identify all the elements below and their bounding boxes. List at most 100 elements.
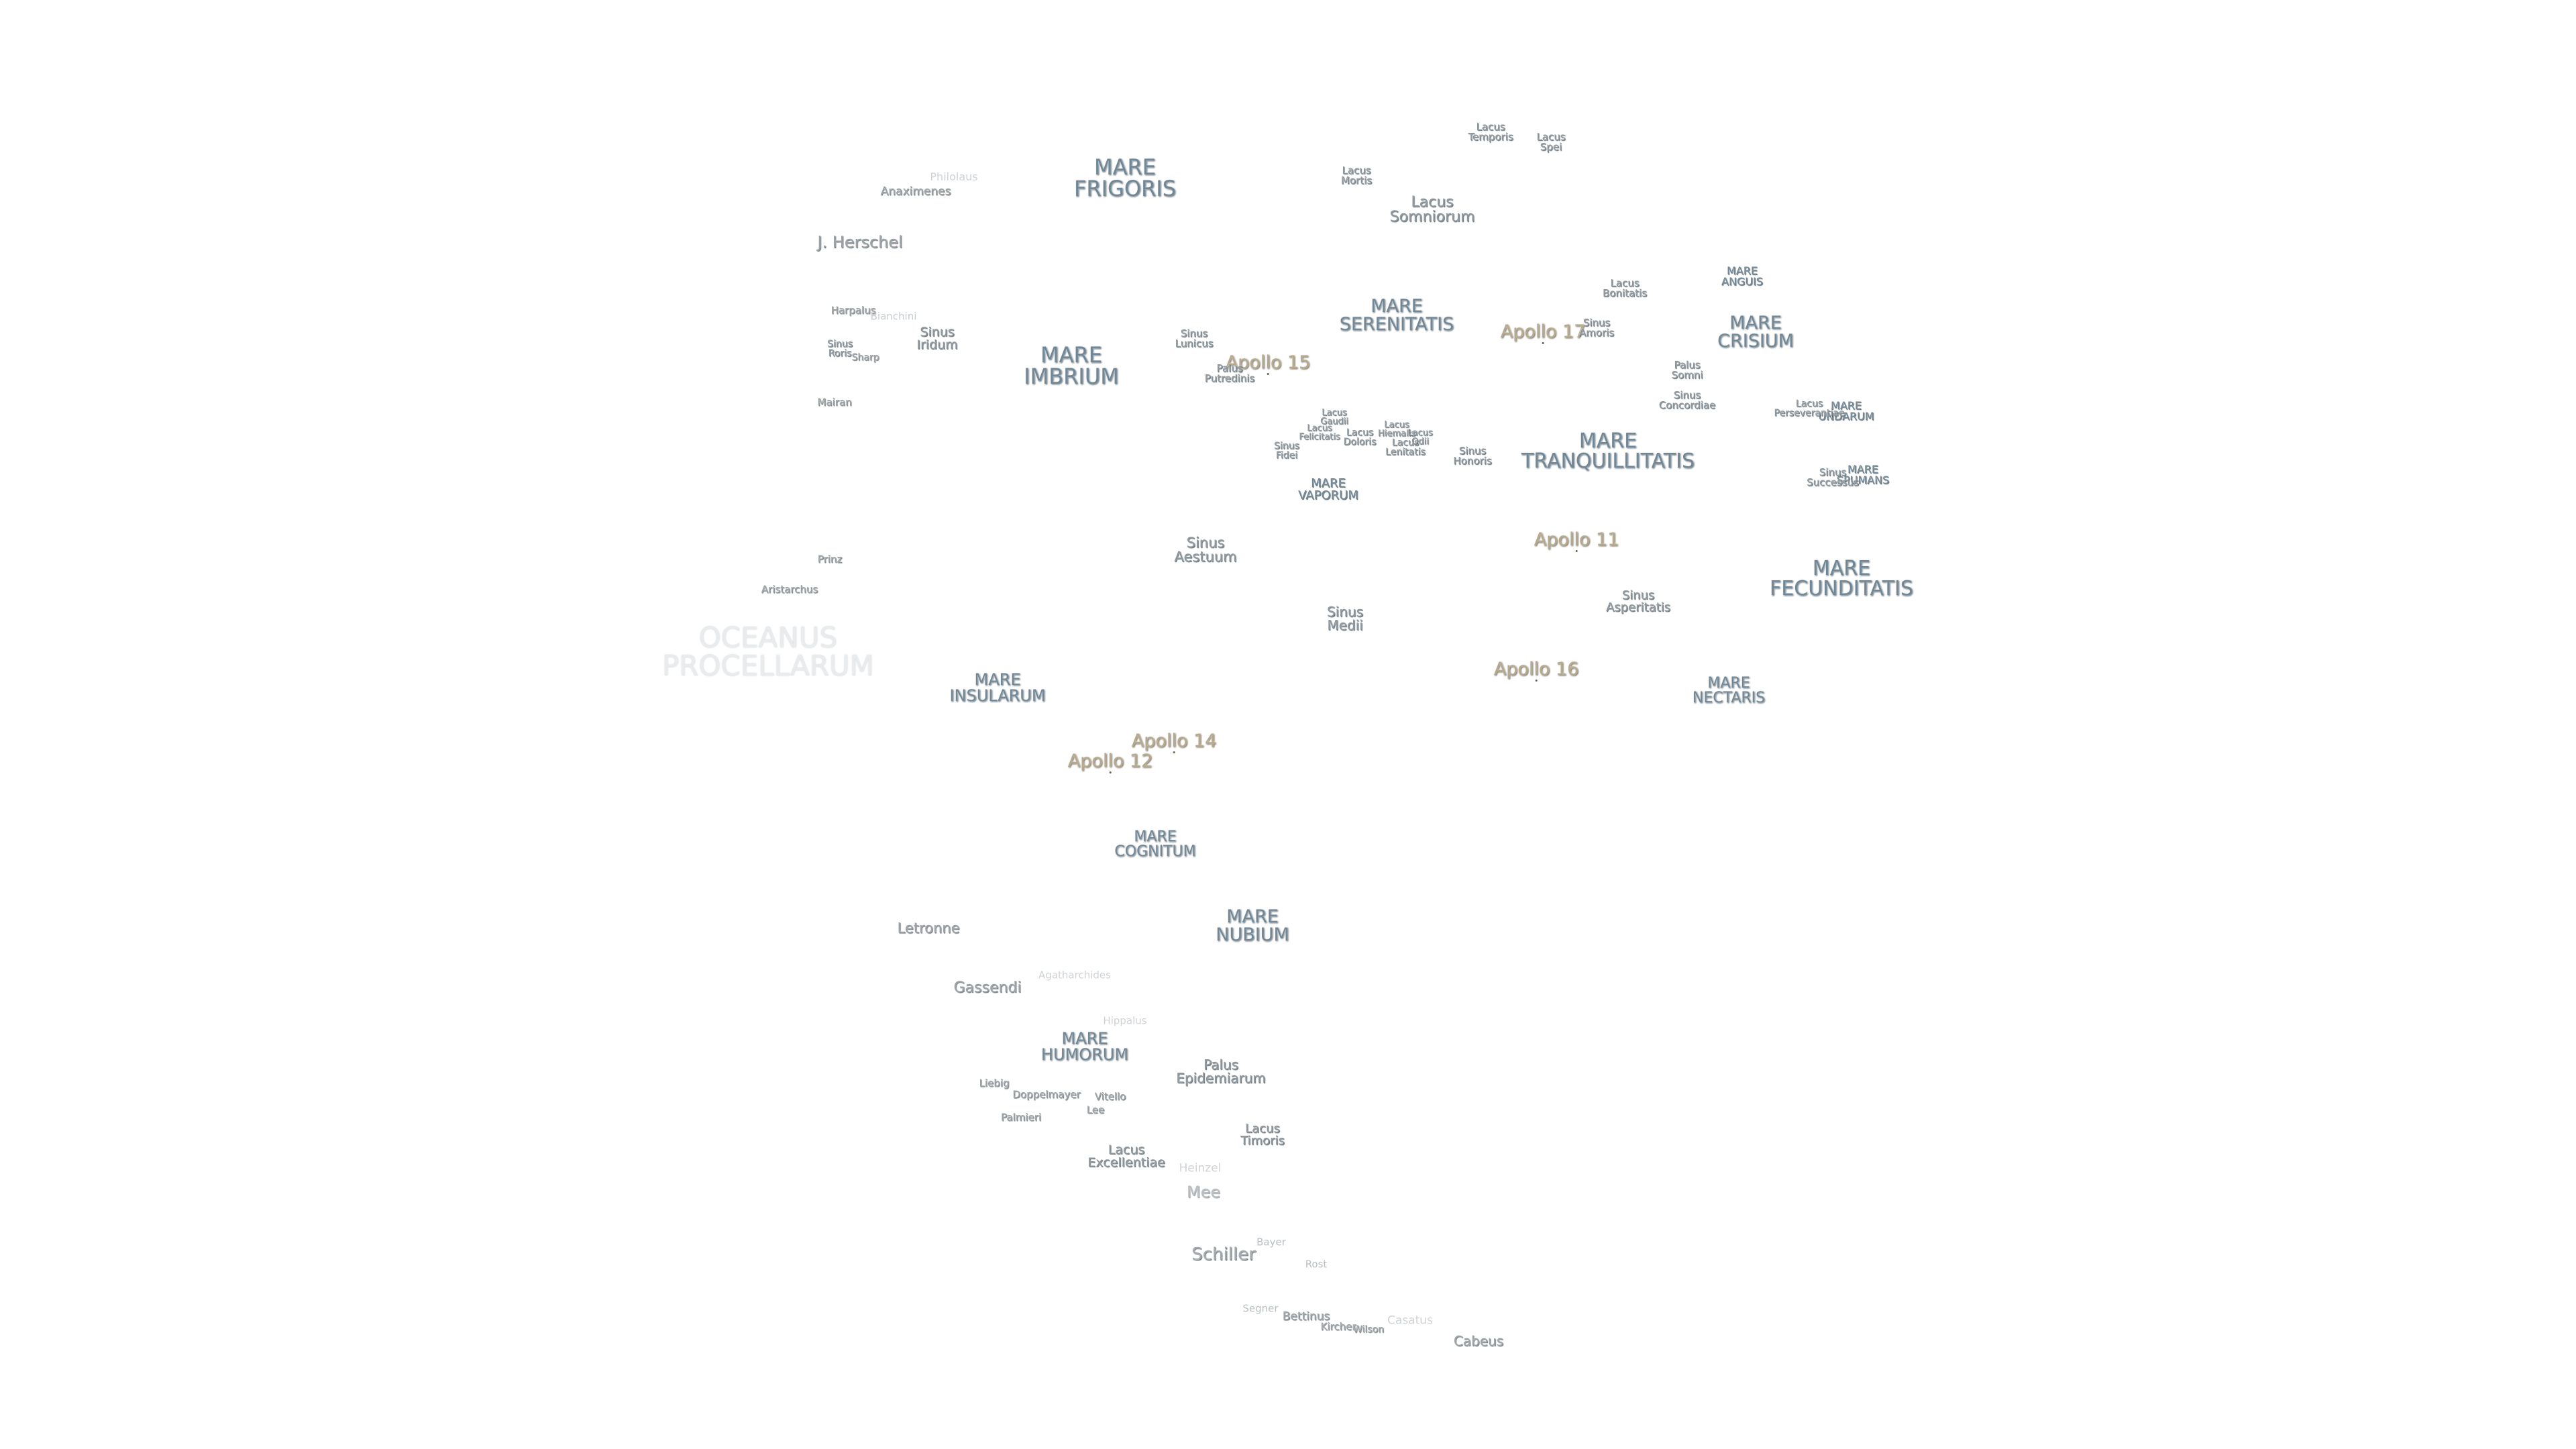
- mare-serenitatis-line1: MARE: [1371, 296, 1423, 317]
- lacus-doloris-line2: Doloris: [1343, 437, 1377, 447]
- apollo-16-site[interactable]: Apollo 16: [1493, 659, 1579, 682]
- palus-putredinis-label: Palus Putredinis: [1205, 364, 1254, 384]
- gassendi-label: Gassendi: [953, 981, 1021, 996]
- sinus-concordiae-line1: Sinus: [1673, 389, 1701, 401]
- aristarchus-text: Aristarchus: [761, 583, 818, 596]
- sinus-fidei-line1: Sinus: [1274, 441, 1299, 451]
- lacus-mortis-line2: Mortis: [1340, 174, 1373, 186]
- philolaus-label: Philolaus: [930, 172, 977, 182]
- cabeus-text: Cabeus: [1453, 1333, 1504, 1349]
- mare-vaporum-line1: MARE: [1311, 476, 1346, 490]
- prinz-text: Prinz: [817, 553, 843, 566]
- apollo-17-site[interactable]: Apollo 17: [1500, 321, 1586, 344]
- sharp-text: Sharp: [851, 352, 879, 363]
- lacus-doloris-label: Lacus Doloris: [1344, 428, 1377, 447]
- lacus-doloris-line1: Lacus: [1346, 427, 1374, 438]
- oceanus-procellarum-line2: PROCELLARUM: [661, 649, 875, 682]
- mairan-label: Mairan: [817, 396, 852, 409]
- mare-nectaris-label: MARE NECTARIS: [1693, 676, 1765, 706]
- palus-somni-line1: Palus: [1674, 359, 1701, 371]
- liebig-label: Liebig: [979, 1078, 1010, 1089]
- bianchini-text: Bianchini: [870, 310, 917, 323]
- mare-nubium-label: MARE NUBIUM: [1216, 908, 1289, 944]
- mare-frigoris-label: MARE FRIGORIS: [1074, 156, 1176, 199]
- mairan-text: Mairan: [817, 396, 852, 409]
- mare-undarum-line2: UNDARUM: [1818, 410, 1874, 423]
- palus-epidemiarum-line2: Epidemiarum: [1176, 1070, 1266, 1086]
- segner-text: Segner: [1242, 1302, 1279, 1315]
- casatus-text: Casatus: [1387, 1313, 1433, 1328]
- sinus-iridum-line2: Iridum: [916, 337, 958, 352]
- mare-vaporum-label: MARE VAPORUM: [1298, 478, 1358, 502]
- doppelmayer-text: Doppelmayer: [1012, 1088, 1081, 1101]
- bettinus-label: Bettinus: [1283, 1311, 1330, 1323]
- sinus-lunicus-line1: Sinus: [1180, 327, 1208, 339]
- sharp-label: Sharp: [852, 353, 879, 362]
- vitello-text: Vitello: [1094, 1090, 1126, 1103]
- lacus-spei-line2: Spei: [1540, 141, 1562, 153]
- lacus-odii-line1: Lacus: [1407, 428, 1433, 438]
- apollo-17-label: Apollo 17: [1500, 321, 1586, 342]
- agatharchides-text: Agatharchides: [1038, 969, 1111, 981]
- wilson-label: Wilson: [1353, 1325, 1384, 1334]
- lacus-perseverantiae-text: Lacus Perseverantiae: [1774, 398, 1845, 419]
- lee-text: Lee: [1086, 1104, 1105, 1116]
- palus-somni-label: Palus Somni: [1672, 360, 1703, 380]
- apollo-12-label: Apollo 12: [1067, 751, 1153, 771]
- mare-spumans-label: MARE SPUMANS: [1837, 464, 1889, 486]
- rost-text: Rost: [1305, 1258, 1328, 1271]
- bayer-text: Bayer: [1256, 1236, 1286, 1248]
- sinus-medii-line1: Sinus: [1326, 604, 1364, 620]
- mare-anguis-line1: MARE: [1727, 264, 1758, 277]
- mare-insularum-line2: INSULARUM: [949, 686, 1046, 705]
- mare-crisium-line2: CRISIUM: [1717, 331, 1794, 352]
- lacus-mortis-line1: Lacus: [1342, 164, 1371, 176]
- apollo-16-marker: [1535, 680, 1538, 682]
- lacus-odii-line2: Odii: [1411, 437, 1429, 447]
- sinus-fidei-line2: Fidei: [1275, 450, 1298, 461]
- sinus-amoris-line1: Sinus: [1582, 317, 1611, 329]
- lacus-felicitatis-label: Lacus Felicitatis: [1299, 424, 1340, 441]
- lacus-excellentiae-line1: Lacus: [1108, 1142, 1145, 1157]
- mare-frigoris-line2: FRIGORIS: [1073, 176, 1177, 201]
- apollo-14-site[interactable]: Apollo 14: [1132, 732, 1216, 753]
- lacus-bonitatis-label: Lacus Bonitatis: [1603, 278, 1647, 299]
- philolaus-text: Philolaus: [930, 170, 978, 183]
- apollo-15-marker: [1267, 373, 1269, 375]
- lacus-spei-label: Lacus Spei: [1536, 132, 1565, 152]
- mare-fecunditatis-line2: FECUNDITATIS: [1770, 577, 1913, 600]
- sinus-asperitatis-label: Sinus Asperitatis: [1606, 590, 1670, 614]
- aristarchus-label: Aristarchus: [761, 583, 818, 596]
- apollo-16-label: Apollo 16: [1493, 659, 1579, 680]
- lacus-excellentiae-label: Lacus Excellentiae: [1087, 1144, 1165, 1169]
- sinus-asperitatis-line1: Sinus: [1621, 588, 1655, 602]
- apollo-15-site[interactable]: Apollo 15: [1226, 354, 1310, 375]
- kircher-label: Kircher: [1321, 1322, 1356, 1332]
- palus-putredinis-line2: Putredinis: [1204, 372, 1255, 384]
- apollo-17-marker: [1542, 342, 1544, 344]
- j-herschel-label: J. Herschel: [817, 234, 902, 250]
- gassendi-text: Gassendi: [953, 979, 1022, 996]
- prinz-label: Prinz: [817, 553, 843, 566]
- sinus-successus-line2: Successus: [1807, 476, 1859, 488]
- hippalus-text: Hippalus: [1103, 1014, 1147, 1027]
- lacus-bonitatis-line1: Lacus: [1610, 277, 1640, 289]
- lacus-gaudii-label: Lacus Gaudii: [1320, 409, 1348, 426]
- lacus-timoris-line1: Lacus: [1245, 1122, 1280, 1136]
- lacus-mortis-label: Lacus Mortis: [1341, 166, 1372, 186]
- sinus-fidei-label: Sinus Fidei: [1274, 441, 1299, 460]
- lacus-gaudii-line2: Gaudii: [1320, 417, 1348, 427]
- apollo-11-label: Apollo 11: [1534, 529, 1619, 550]
- sinus-aestuum-line2: Aestuum: [1174, 549, 1237, 565]
- mare-fecunditatis-label: MARE FECUNDITATIS: [1770, 559, 1913, 599]
- sinus-amoris-label: Sinus Amoris: [1579, 318, 1614, 338]
- mare-humorum-line1: MARE: [1061, 1029, 1108, 1048]
- apollo-11-site[interactable]: Apollo 11: [1534, 531, 1619, 552]
- sinus-amoris-line2: Amoris: [1578, 327, 1615, 339]
- mare-imbrium-line2: IMBRIUM: [1024, 364, 1119, 389]
- apollo-11-marker: [1575, 550, 1578, 552]
- bayer-label: Bayer: [1256, 1236, 1286, 1248]
- apollo-12-site[interactable]: Apollo 12: [1067, 751, 1153, 773]
- sinus-concordiae-label: Sinus Concordiae: [1659, 390, 1716, 411]
